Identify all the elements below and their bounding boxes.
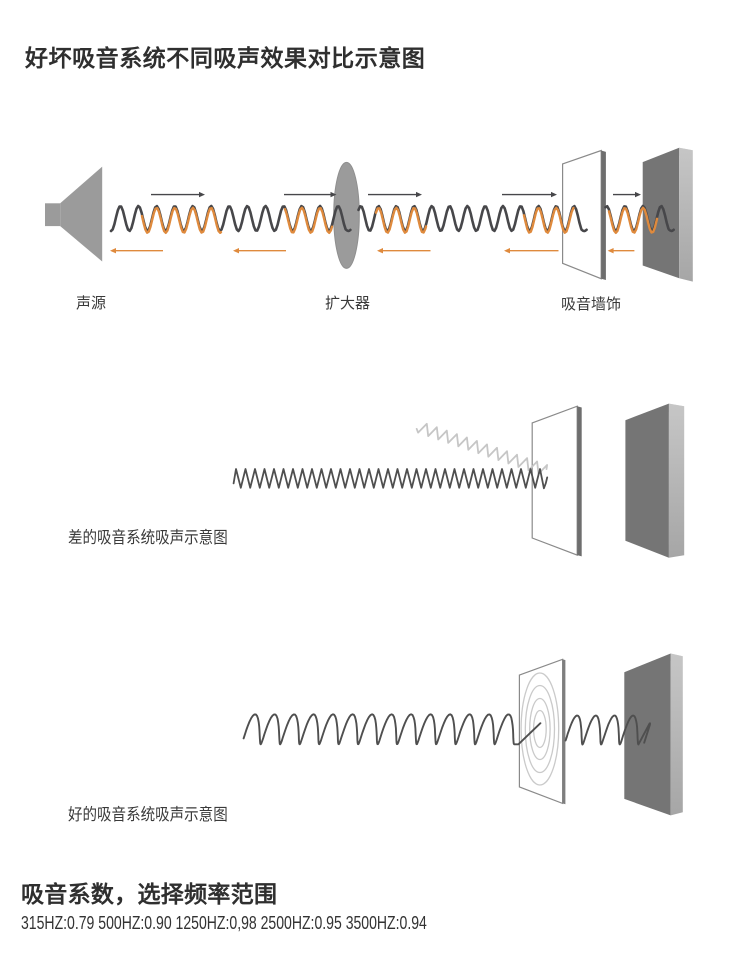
reflected-direction-arrow: [110, 248, 163, 254]
good-panel-edge: [562, 659, 566, 805]
incident-direction-arrow: [502, 191, 557, 198]
comparison-diagram: [45, 147, 693, 282]
good-wall-block-side: [670, 653, 683, 816]
good-system-diagram: [242, 653, 683, 816]
speaker-box: [45, 203, 61, 227]
absorb-ring: [529, 697, 551, 761]
speaker-icon: [45, 166, 103, 262]
bad-incident-wave: [232, 468, 549, 490]
absorber-panel-edge: [601, 150, 606, 280]
label-amplifier: 扩大器: [325, 295, 371, 312]
reflected-direction-arrow: [607, 248, 635, 254]
wall-block: [642, 147, 693, 282]
absorb-ring: [524, 684, 556, 774]
wall-block-side: [679, 147, 693, 282]
bad-system-diagram: [232, 403, 685, 558]
reflected-direction-arrow: [233, 248, 286, 254]
incident-direction-arrow: [284, 191, 337, 198]
reflected-beam: [415, 422, 548, 475]
incident-direction-arrow: [613, 191, 641, 198]
bad-wall-block: [625, 403, 685, 558]
bad-panel-edge: [577, 406, 582, 557]
reflected-wave-overlay: [283, 206, 334, 234]
reflected-wave-overlay: [374, 206, 428, 234]
good-transmitted-wave: [564, 714, 651, 746]
bad-panel-front: [531, 405, 578, 556]
caption-good-system: 好的吸音系统吸声示意图: [68, 805, 228, 824]
page-title: 好坏吸音系统不同吸声效果对比示意图: [25, 45, 426, 71]
incident-direction-arrow: [368, 191, 422, 198]
bad-wall-block-front: [625, 403, 669, 558]
absorb-ring: [520, 672, 560, 786]
caption-bad-system: 差的吸音系统吸声示意图: [68, 528, 228, 547]
reflected-direction-arrow: [377, 248, 431, 254]
absorber-panel-front: [561, 149, 602, 280]
incident-direction-arrow: [151, 191, 205, 198]
reflected-direction-arrow: [504, 248, 559, 254]
reflected-wave-overlay: [607, 206, 659, 234]
label-absorbing-wall: 吸音墙饰: [561, 296, 622, 313]
reflected-wave-overlay: [140, 206, 223, 234]
good-wall-block: [624, 653, 683, 816]
speaker-cone: [60, 166, 103, 262]
absorption-coefficients: 315HZ:0.79 500HZ:0.90 1250HZ:0,98 2500HZ…: [21, 913, 427, 933]
footer-title: 吸音系数，选择频率范围: [21, 881, 278, 907]
bad-wall-block-side: [668, 403, 685, 558]
wall-block-front: [642, 147, 680, 279]
label-sound-source: 声源: [76, 295, 107, 312]
amplifier-icon: [333, 161, 360, 269]
reflected-wave-overlay: [522, 206, 575, 234]
good-incident-wave: [242, 713, 542, 746]
